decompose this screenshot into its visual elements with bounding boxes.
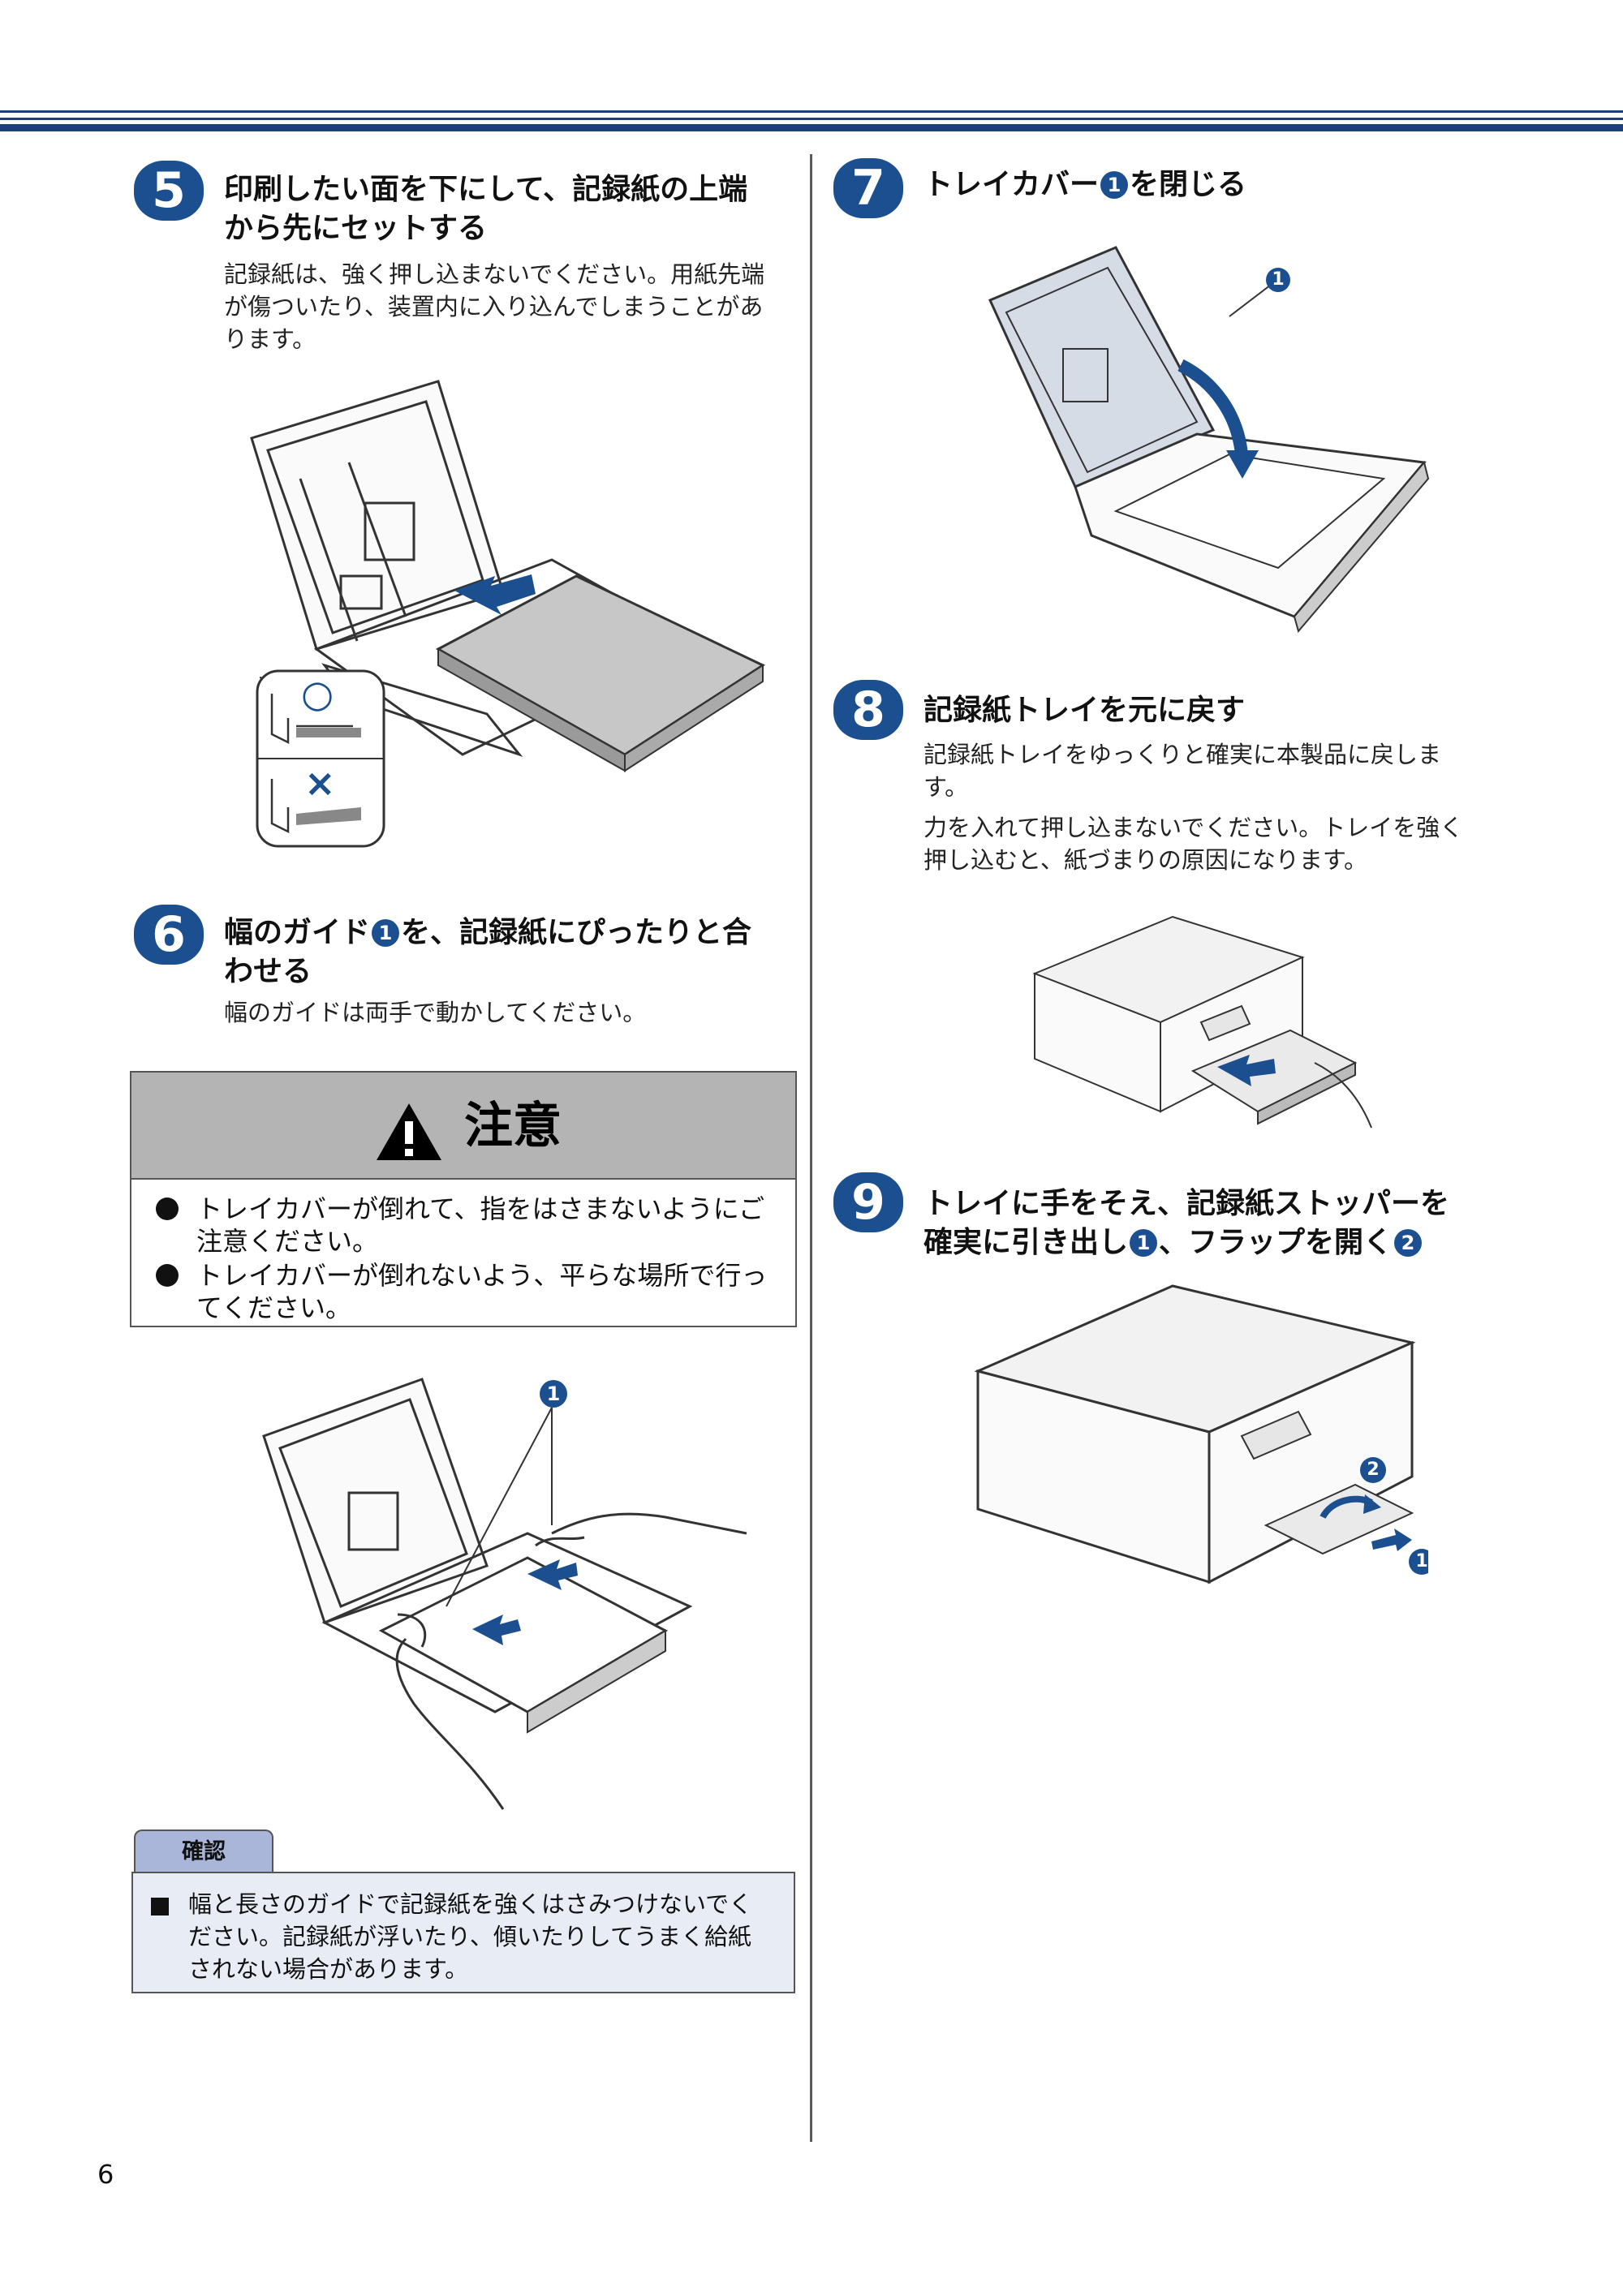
step-6-body: 幅のガイドは両手で動かしてください。 bbox=[224, 999, 647, 1026]
step-9-badge: 9 bbox=[833, 1172, 903, 1232]
step-9-callout-2: 2 bbox=[1367, 1460, 1380, 1480]
ok-ng-inset: ○ × bbox=[256, 669, 385, 848]
confirm-box: 幅と長さのガイドで記録紙を強くはさみつけないでく ださい。記録紙が浮いたり、傾い… bbox=[131, 1872, 795, 1993]
step-5-body: 記録紙は、強く押し込まないでください。用紙先端 が傷ついたり、装置内に入り込んで… bbox=[224, 260, 765, 353]
step-8-illustration bbox=[1031, 909, 1388, 1144]
step-8-body: 記録紙トレイをゆっくりと確実に本製品に戻しま す。 力を入れて押し込まないでくだ… bbox=[923, 741, 1464, 874]
column-divider bbox=[810, 154, 812, 2142]
warning-icon bbox=[377, 1103, 441, 1160]
step-6-callout-1: 1 bbox=[546, 1382, 561, 1405]
step-8-title: 記録紙トレイを元に戻す bbox=[923, 694, 1246, 727]
step-5-title: 印刷したい面を下にして、記録紙の上端 から先にセットする bbox=[224, 173, 748, 245]
step-7-callout-1: 1 bbox=[1272, 269, 1285, 290]
bullet-icon bbox=[156, 1264, 179, 1287]
header-rule-thick bbox=[0, 124, 1623, 131]
page-number: 6 bbox=[97, 2159, 114, 2190]
header-rule-thin bbox=[0, 110, 1623, 113]
caution-header: 注意 bbox=[131, 1073, 795, 1180]
step-6-badge: 6 bbox=[134, 905, 204, 965]
step-5-badge: 5 bbox=[134, 161, 204, 221]
step-7-title-num: 1 bbox=[1100, 171, 1129, 199]
header-rule-thin-2 bbox=[0, 118, 1623, 120]
step-5-illustration bbox=[243, 373, 779, 844]
caution-box: 注意 トレイカバーが倒れて、指をはさまないようにご 注意ください。 トレイカバー… bbox=[130, 1071, 797, 1327]
step-9-illustration: 2 1 bbox=[974, 1282, 1428, 1590]
step-6-illustration: 1 bbox=[260, 1371, 763, 1825]
step-7-illustration: 1 bbox=[986, 243, 1440, 633]
step-9-title-num-1: 1 bbox=[1130, 1229, 1158, 1257]
square-bullet-icon bbox=[151, 1898, 169, 1915]
step-6-title-num: 1 bbox=[372, 919, 400, 947]
ng-mark: × bbox=[304, 761, 336, 805]
bullet-icon bbox=[156, 1197, 179, 1220]
ok-mark: ○ bbox=[301, 672, 334, 716]
step-8-badge: 8 bbox=[833, 680, 903, 740]
step-9-title-num-2: 2 bbox=[1394, 1229, 1423, 1257]
confirm-tab: 確認 bbox=[134, 1829, 273, 1873]
caution-title: 注意 bbox=[464, 1098, 562, 1154]
step-7-badge: 7 bbox=[833, 158, 903, 218]
step-9-callout-1: 1 bbox=[1415, 1551, 1428, 1572]
